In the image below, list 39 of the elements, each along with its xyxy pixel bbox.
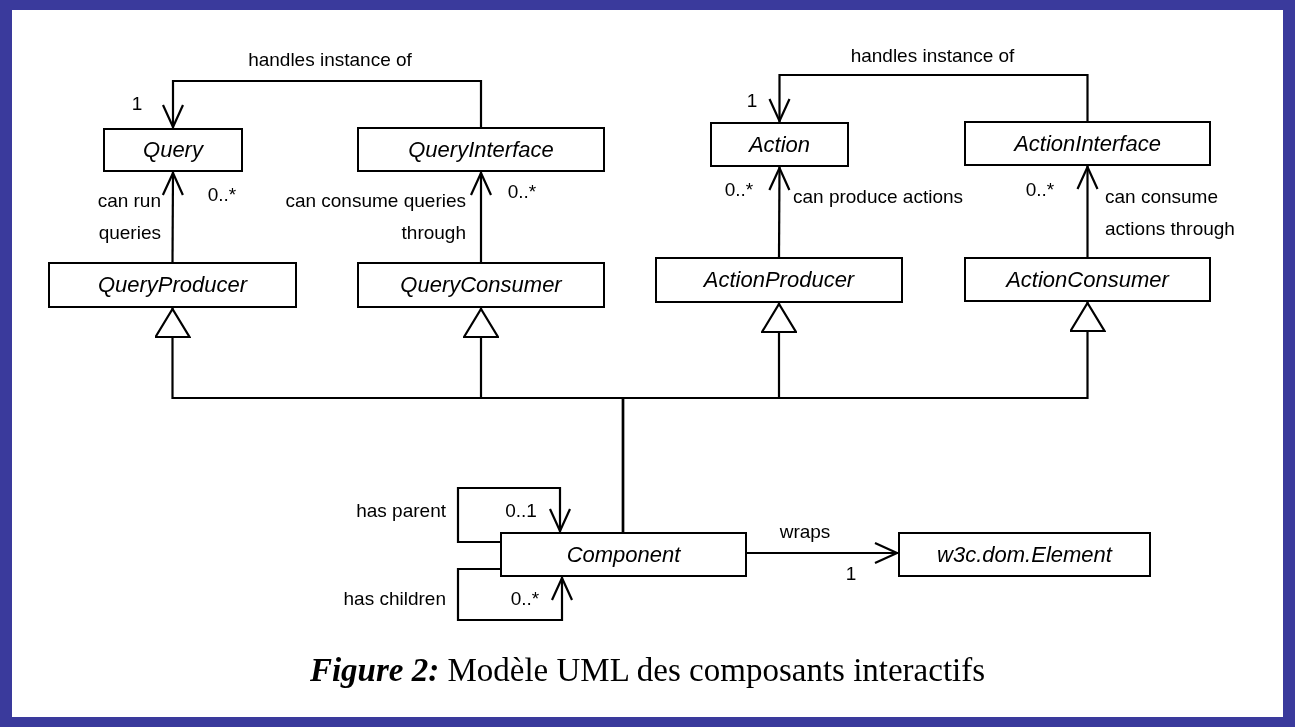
edge-label: handles instance of [849,44,1016,68]
edge-label: can consume queries through [284,189,466,245]
class-box: Query [103,128,243,172]
multiplicity-label: 0..* [510,588,540,610]
association-arrow [1076,165,1099,257]
class-box: w3c.dom.Element [898,532,1151,577]
edge-label: has children [342,587,446,611]
association-arrow [161,79,483,129]
association-arrow [469,171,493,262]
association-arrow [768,73,1089,123]
class-box: Component [500,532,747,577]
class-box: QueryProducer [48,262,297,308]
multiplicity-label: 1 [131,93,143,115]
class-box: QueryInterface [357,127,605,172]
edge-label: handles instance of [247,48,413,72]
multiplicity-label: 0..1 [505,500,537,522]
multiplicity-label: 0..* [507,181,537,203]
multiplicity-label: 0..* [724,179,754,201]
figure-caption: Figure 2: Modèle UML des composants interactifs [308,652,987,689]
edge-label: can consume actions through [1105,185,1236,241]
association-arrow [768,166,791,257]
association-arrow [161,171,184,262]
multiplicity-label: 0..* [207,184,237,206]
association-arrow [747,541,899,565]
class-box: Action [710,122,849,167]
class-box: ActionProducer [655,257,903,303]
edge-label: wraps [778,520,832,544]
self-association-arrow [456,486,572,544]
class-box: QueryConsumer [357,262,605,308]
generalization-arrow [621,301,1106,532]
multiplicity-label: 0..* [1025,179,1055,201]
multiplicity-label: 1 [746,90,758,112]
edge-label: can produce actions [793,185,965,209]
edge-label: has parent [355,499,446,523]
self-association-arrow [456,567,574,622]
class-box: ActionConsumer [964,257,1211,302]
class-box: ActionInterface [964,121,1211,166]
edge-label: can run queries [96,189,161,245]
multiplicity-label: 1 [845,563,857,585]
